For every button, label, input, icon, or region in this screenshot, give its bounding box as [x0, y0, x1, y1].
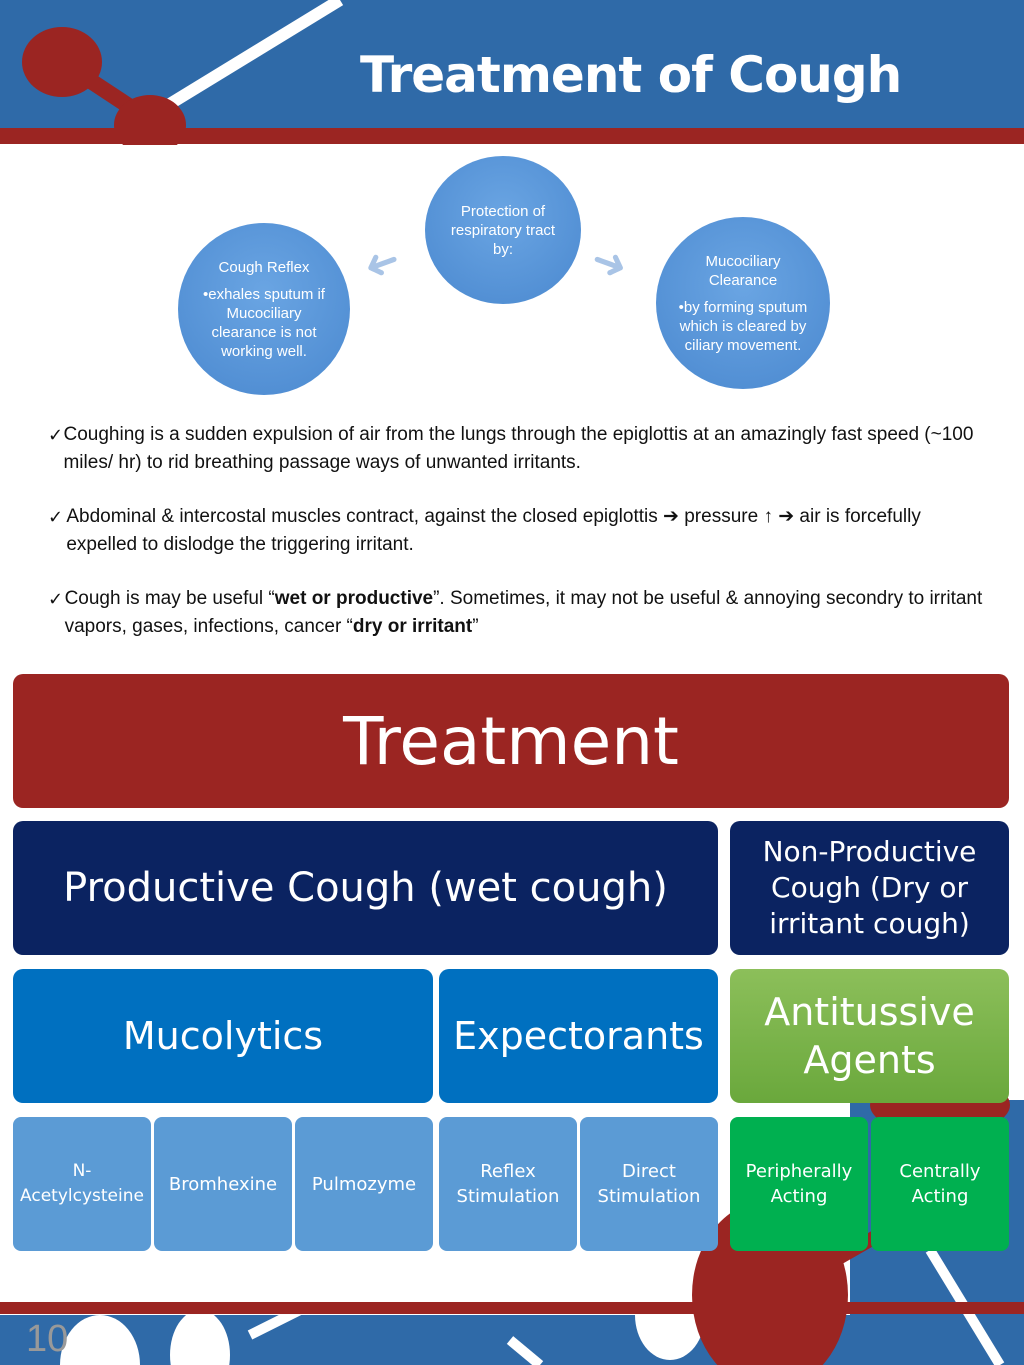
- center-text: Protection of respiratory tract by:: [450, 202, 556, 258]
- text-bold: dry or irritant: [352, 616, 473, 637]
- nonproductive-cough-box: Non-Productive Cough (Dry or irritant co…: [730, 821, 1009, 955]
- page-title: Treatment of Cough: [360, 46, 902, 104]
- check-icon: ✓: [48, 425, 64, 445]
- leaf-bromhexine: Bromhexine: [154, 1117, 292, 1251]
- treatment-header: Treatment: [13, 674, 1009, 808]
- diagram-center-node: Protection of respiratory tract by:: [425, 156, 581, 304]
- right-bullet: •by forming sputum which is cleared by c…: [678, 298, 808, 354]
- text-part: ”: [472, 616, 479, 637]
- leaf-pulmozyme: Pulmozyme: [295, 1117, 433, 1251]
- page-number: 10: [26, 1318, 69, 1360]
- leaf-direct-stimulation: Direct Stimulation: [580, 1117, 718, 1251]
- text-bold: wet or productive: [274, 588, 434, 609]
- bullet-text: Coughing is a sudden expulsion of air fr…: [63, 424, 974, 473]
- leaf-centrally-acting: Centrally Acting: [871, 1117, 1009, 1251]
- arrow-right-icon: ➜: [585, 234, 635, 291]
- diagram-right-node: Mucociliary Clearance •by forming sputum …: [656, 217, 830, 389]
- molecule-decoration-icon: [22, 0, 344, 145]
- bullet-list: ✓Coughing is a sudden expulsion of air f…: [48, 421, 988, 667]
- text-part: pressure: [678, 506, 764, 527]
- bullet-text: Cough is may be useful “wet or productiv…: [65, 585, 988, 641]
- text-part: Cough is may be useful “: [64, 588, 275, 609]
- check-icon: ✓: [48, 589, 64, 609]
- mucolytics-box: Mucolytics: [13, 969, 433, 1103]
- antitussive-box: Antitussive Agents: [730, 969, 1009, 1103]
- text-part: ”. Sometimes, it may not be useful & ann…: [64, 588, 983, 637]
- left-bullet: •exhales sputum if Mucociliary clearance…: [203, 285, 325, 360]
- diagram-left-node: Cough Reflex •exhales sputum if Mucocilia…: [178, 223, 350, 395]
- bullet-item: ✓Coughing is a sudden expulsion of air f…: [48, 421, 988, 477]
- arrow-up-icon: ↑: [763, 506, 773, 527]
- bullet-item: ✓Cough is may be useful “wet or producti…: [48, 585, 988, 641]
- bullet-item: ✓Abdominal & intercostal muscles contrac…: [48, 503, 988, 559]
- text-part: air is forcefully expelled to dislodge t…: [66, 506, 921, 555]
- leaf-reflex-stimulation: Reflex Stimulation: [439, 1117, 577, 1251]
- leaf-peripherally-acting: Peripherally Acting: [730, 1117, 868, 1251]
- productive-cough-box: Productive Cough (wet cough): [13, 821, 718, 955]
- leaf-n-acetylcysteine: N-Acetylcysteine: [13, 1117, 151, 1251]
- left-title: Cough Reflex: [218, 258, 310, 276]
- check-icon: ✓: [48, 507, 64, 527]
- right-title: Mucociliary Clearance: [705, 252, 781, 289]
- bullet-text: Abdominal & intercostal muscles contract…: [66, 503, 988, 559]
- arrow-left-icon: ➜: [357, 234, 407, 291]
- header-stripe: [0, 128, 1024, 144]
- expectorants-box: Expectorants: [439, 969, 718, 1103]
- arrow-right-icon: ➔: [778, 506, 795, 527]
- arrow-right-icon: ➔: [663, 506, 679, 527]
- text-part: Abdominal & intercostal muscles contract…: [66, 506, 664, 527]
